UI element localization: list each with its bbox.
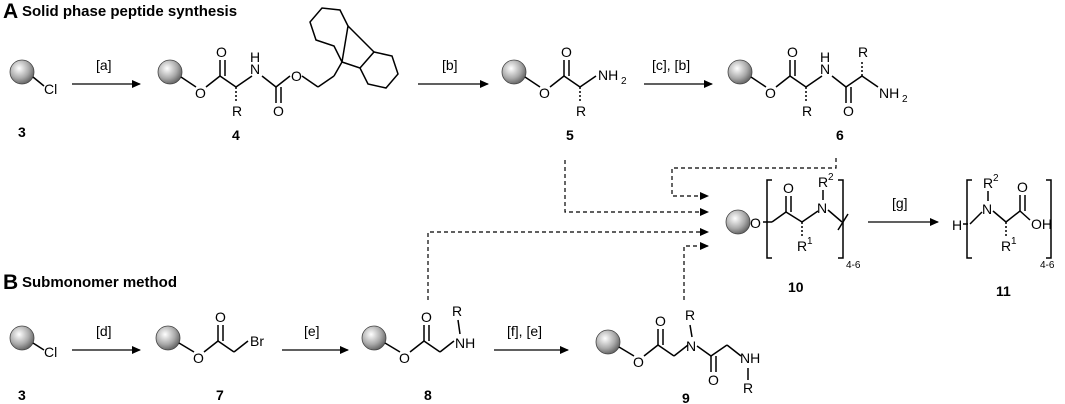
condition-e: [e]: [304, 323, 320, 339]
svg-text:O: O: [765, 85, 776, 101]
svg-text:NH: NH: [740, 350, 760, 366]
svg-text:N: N: [686, 338, 696, 354]
svg-text:R: R: [685, 307, 695, 323]
compound-label-4: 4: [232, 127, 240, 143]
compound-10-structure: O O R 1 N R 2 4-6: [725, 172, 861, 271]
svg-text:R: R: [743, 380, 753, 396]
compound-4-structure: O O R N H O O: [157, 7, 399, 119]
svg-text:Br: Br: [250, 333, 264, 349]
compound-label-10: 10: [788, 279, 804, 295]
resin-bead-icon: [9, 59, 35, 85]
svg-text:Cl: Cl: [44, 81, 57, 97]
svg-text:Cl: Cl: [44, 344, 57, 360]
svg-text:1: 1: [807, 236, 813, 247]
svg-text:O: O: [195, 85, 206, 101]
svg-text:R: R: [797, 238, 807, 254]
svg-text:R: R: [452, 303, 462, 319]
svg-text:O: O: [291, 68, 302, 84]
svg-text:O: O: [750, 215, 761, 231]
compound-3-bottom-structure: Cl: [9, 325, 57, 360]
svg-text:R: R: [818, 174, 828, 190]
resin-bead-icon: [361, 325, 387, 351]
svg-text:O: O: [399, 350, 410, 366]
compound-label-7: 7: [216, 387, 224, 403]
compound-label-8: 8: [424, 387, 432, 403]
svg-text:2: 2: [621, 76, 627, 87]
svg-text:R: R: [576, 103, 586, 119]
dashed-arrow-9-to-10: [683, 242, 709, 300]
section-b-title: Submonomer method: [22, 274, 177, 291]
section-a-title: Solid phase peptide synthesis: [22, 3, 237, 20]
condition-g: [g]: [892, 195, 908, 211]
condition-fe: [f], [e]: [507, 323, 542, 339]
resin-bead-icon: [9, 325, 35, 351]
compound-9-structure: O O N R O NH R: [595, 307, 760, 396]
compound-label-9: 9: [682, 390, 690, 404]
svg-text:O: O: [843, 103, 854, 119]
svg-text:N: N: [982, 201, 992, 217]
compound-3-top-structure: Cl: [9, 59, 57, 97]
svg-text:4-6: 4-6: [1040, 260, 1055, 271]
svg-text:OH: OH: [1031, 216, 1052, 232]
dashed-arrow-6-to-10: [671, 158, 837, 200]
svg-text:NH: NH: [598, 67, 618, 83]
svg-text:R: R: [232, 103, 242, 119]
compound-11-structure: H N R 2 R 1 O OH 4-6: [952, 173, 1055, 271]
resin-bead-icon: [155, 325, 181, 351]
svg-text:H: H: [820, 49, 830, 65]
svg-text:O: O: [273, 103, 284, 119]
condition-cb: [c], [b]: [652, 57, 690, 73]
svg-text:H: H: [250, 49, 260, 65]
condition-d: [d]: [96, 323, 112, 339]
svg-text:NH: NH: [455, 335, 475, 351]
resin-bead-icon: [501, 59, 527, 85]
svg-text:O: O: [708, 372, 719, 388]
svg-text:H: H: [952, 217, 962, 233]
section-b-letter: B: [3, 271, 18, 294]
svg-text:1: 1: [1011, 236, 1017, 247]
svg-text:N: N: [817, 200, 827, 216]
dashed-arrow-5-to-10: [564, 160, 709, 216]
svg-text:R: R: [858, 44, 868, 60]
svg-text:O: O: [1017, 179, 1028, 195]
compound-5-structure: O O R NH 2: [501, 44, 627, 119]
svg-text:O: O: [216, 44, 227, 60]
resin-bead-icon: [157, 59, 183, 85]
svg-text:R: R: [802, 103, 812, 119]
compound-6-structure: O O R N H O R NH 2: [727, 44, 908, 119]
svg-text:O: O: [539, 85, 550, 101]
svg-text:O: O: [215, 309, 226, 325]
resin-bead-icon: [727, 59, 753, 85]
svg-text:O: O: [787, 44, 798, 60]
svg-text:N: N: [250, 61, 260, 77]
svg-text:O: O: [655, 313, 666, 329]
resin-bead-icon: [595, 329, 621, 355]
svg-text:R: R: [1001, 238, 1011, 254]
svg-text:2: 2: [993, 173, 999, 184]
resin-bead-icon: [725, 209, 751, 235]
compound-8-structure: O O NH R: [361, 303, 475, 366]
svg-text:O: O: [421, 309, 432, 325]
compound-label-5: 5: [566, 127, 574, 143]
condition-b: [b]: [442, 57, 458, 73]
svg-text:R: R: [983, 175, 993, 191]
compound-7-structure: O O Br: [155, 309, 264, 366]
svg-text:N: N: [820, 61, 830, 77]
svg-text:O: O: [193, 350, 204, 366]
svg-text:2: 2: [828, 172, 834, 183]
section-a-letter: A: [3, 0, 18, 23]
svg-text:2: 2: [902, 94, 908, 105]
svg-text:O: O: [633, 354, 644, 370]
compound-label-3: 3: [18, 124, 26, 140]
compound-label-11: 11: [996, 283, 1011, 299]
condition-a: [a]: [96, 57, 112, 73]
svg-text:NH: NH: [879, 85, 899, 101]
dashed-arrow-8-to-10: [427, 228, 709, 300]
svg-text:O: O: [561, 44, 572, 60]
compound-label-3b: 3: [18, 387, 26, 403]
svg-text:4-6: 4-6: [846, 260, 861, 271]
compound-label-6: 6: [836, 127, 844, 143]
svg-text:O: O: [783, 180, 794, 196]
